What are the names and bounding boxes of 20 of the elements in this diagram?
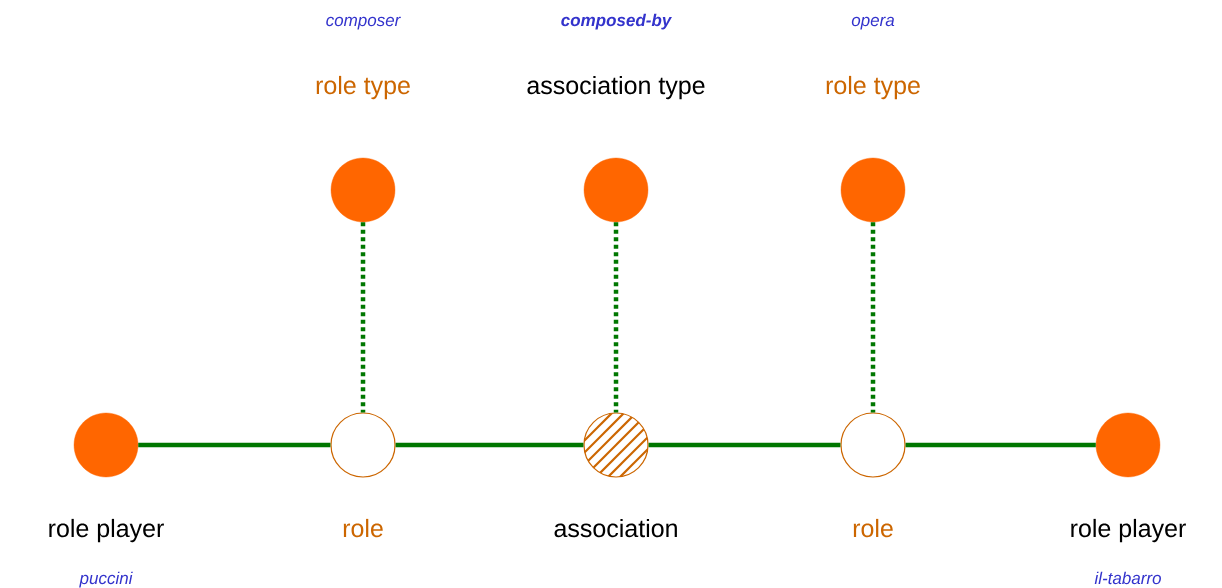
- instance-label: composed-by: [561, 13, 672, 30]
- type-label: association: [554, 518, 677, 538]
- instance-label: opera: [851, 16, 895, 30]
- type-label: role player: [49, 518, 164, 543]
- type-label: role type: [316, 75, 410, 100]
- type-label: role: [853, 518, 893, 538]
- instance-label: composer: [326, 16, 401, 30]
- instance-label: puccini: [79, 571, 133, 588]
- type-label: role type: [826, 75, 920, 100]
- connector-line: [138, 442, 331, 448]
- type-label: role: [343, 518, 383, 538]
- type-label: role player: [1071, 518, 1186, 543]
- dotted-line: [613, 222, 619, 413]
- connector-line: [648, 442, 841, 448]
- connector-line: [905, 442, 1096, 448]
- instance-label: il-tabarro: [1094, 571, 1161, 585]
- dotted-line: [360, 222, 366, 413]
- connector-line: [395, 442, 584, 448]
- dotted-line: [870, 222, 876, 413]
- type-label: association type: [527, 75, 705, 100]
